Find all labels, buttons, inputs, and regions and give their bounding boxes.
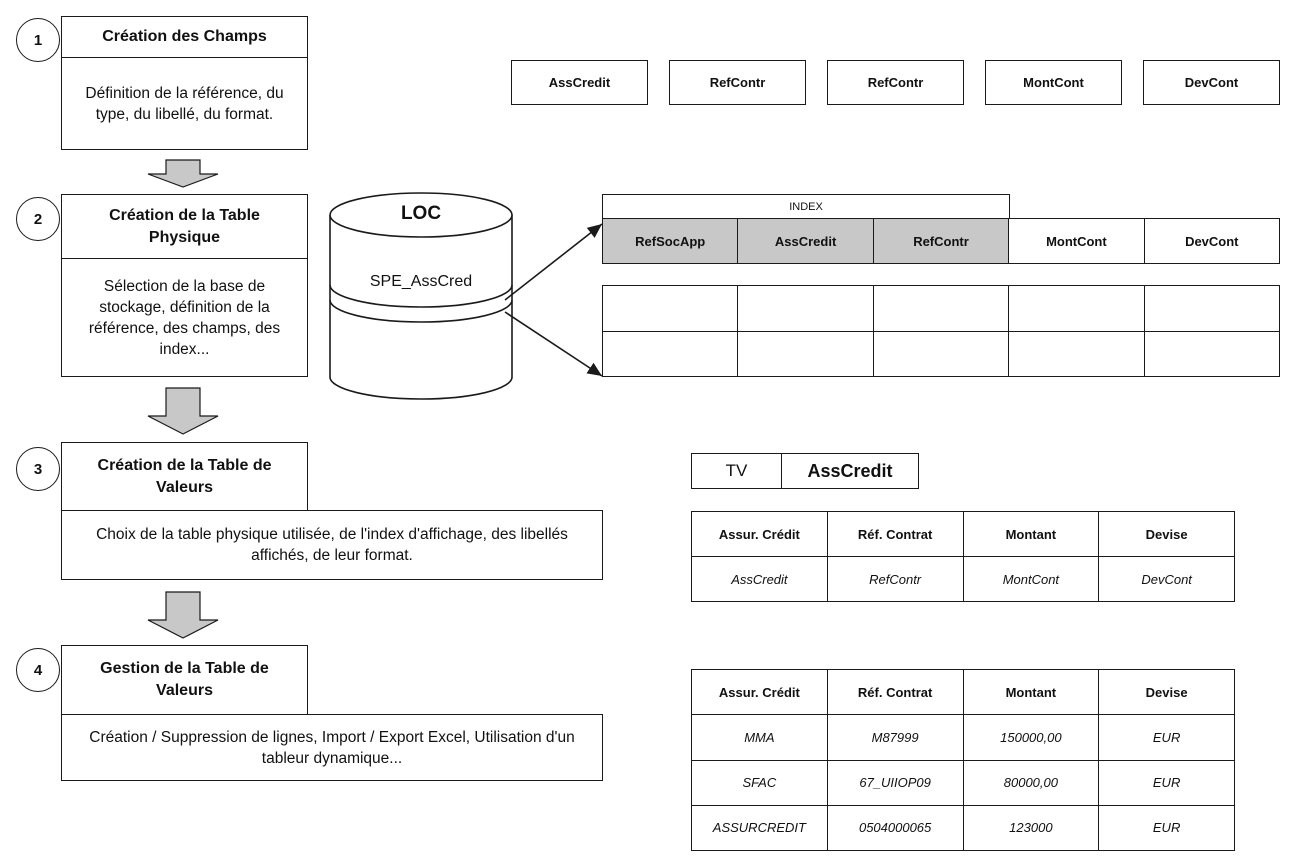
table-cell: 0504000065: [827, 805, 964, 851]
table-cell: ASSURCREDIT: [692, 805, 828, 851]
table-cell: [1144, 286, 1280, 332]
value-data-table: Assur. Crédit Réf. Contrat Montant Devis…: [691, 669, 1235, 851]
step-2-description: Sélection de la base de stockage, défini…: [61, 258, 308, 377]
column-header: Devise: [1099, 670, 1235, 716]
step-4-title: Gestion de la Table de Valeurs: [61, 645, 308, 715]
value-table-mapping: Assur. Crédit Réf. Contrat Montant Devis…: [691, 511, 1235, 602]
step-number-2: 2: [16, 197, 60, 241]
step-3-description: Choix de la table physique utilisée, de …: [61, 510, 603, 580]
physical-column-header: AssCredit: [738, 219, 874, 264]
table-cell: [873, 331, 1010, 377]
value-table-name: AssCredit: [782, 454, 919, 489]
mapped-field: DevCont: [1099, 557, 1235, 602]
table-cell: [1009, 286, 1145, 332]
field-box: MontCont: [985, 60, 1122, 105]
step-arrow-1-2: [147, 159, 219, 188]
column-header: Montant: [963, 512, 1100, 557]
table-cell: [1009, 331, 1145, 377]
database-cylinder: [329, 192, 513, 400]
value-table-label: TV AssCredit: [691, 453, 919, 489]
step-1-description: Définition de la référence, du type, du …: [61, 57, 308, 150]
table-cell: EUR: [1099, 805, 1235, 851]
step-arrow-3-4: [147, 591, 219, 639]
column-header: Réf. Contrat: [827, 512, 964, 557]
table-cell: 67_UIIOP09: [827, 760, 964, 806]
table-cell: M87999: [827, 715, 964, 761]
column-header: Réf. Contrat: [827, 670, 964, 716]
value-table-tag: TV: [692, 454, 782, 489]
physical-column-header: RefContr: [873, 219, 1010, 264]
table-cell: MMA: [692, 715, 828, 761]
field-box: AssCredit: [511, 60, 648, 105]
physical-table-header: RefSocApp AssCredit RefContr MontCont De…: [602, 218, 1280, 264]
database-table-name: SPE_AssCred: [369, 273, 473, 290]
step-3-title: Création de la Table de Valeurs: [61, 442, 308, 511]
db-link-lower: [504, 311, 603, 377]
field-box: RefContr: [827, 60, 964, 105]
table-cell: 80000,00: [963, 760, 1100, 806]
table-cell: [738, 331, 874, 377]
step-4-description: Création / Suppression de lignes, Import…: [61, 714, 603, 781]
physical-column-header: RefSocApp: [603, 219, 739, 264]
database-name: LOC: [400, 203, 442, 224]
mapped-field: RefContr: [827, 557, 964, 602]
step-number-3: 3: [16, 447, 60, 491]
column-header: Assur. Crédit: [692, 512, 828, 557]
table-cell: [738, 286, 874, 332]
table-cell: [873, 286, 1010, 332]
table-cell: SFAC: [692, 760, 828, 806]
table-cell: EUR: [1099, 715, 1235, 761]
step-arrow-2-3: [147, 387, 219, 435]
table-cell: [1144, 331, 1280, 377]
physical-table-body: [602, 285, 1280, 377]
physical-column-header: MontCont: [1009, 219, 1145, 264]
field-box: DevCont: [1143, 60, 1280, 105]
field-box: RefContr: [669, 60, 806, 105]
table-cell: 123000: [963, 805, 1100, 851]
step-number-4: 4: [16, 648, 60, 692]
step-1-title: Création des Champs: [61, 16, 308, 58]
mapped-field: MontCont: [963, 557, 1100, 602]
db-link-upper: [504, 223, 603, 301]
column-header: Assur. Crédit: [692, 670, 828, 716]
index-header: INDEX: [602, 194, 1010, 219]
table-cell: EUR: [1099, 760, 1235, 806]
table-cell: 150000,00: [963, 715, 1100, 761]
column-header: Montant: [963, 670, 1100, 716]
physical-column-header: DevCont: [1144, 219, 1280, 264]
step-number-1: 1: [16, 18, 60, 62]
column-header: Devise: [1099, 512, 1235, 557]
table-cell: [603, 286, 739, 332]
step-2-title: Création de la Table Physique: [61, 194, 308, 259]
table-cell: [603, 331, 739, 377]
mapped-field: AssCredit: [692, 557, 828, 602]
